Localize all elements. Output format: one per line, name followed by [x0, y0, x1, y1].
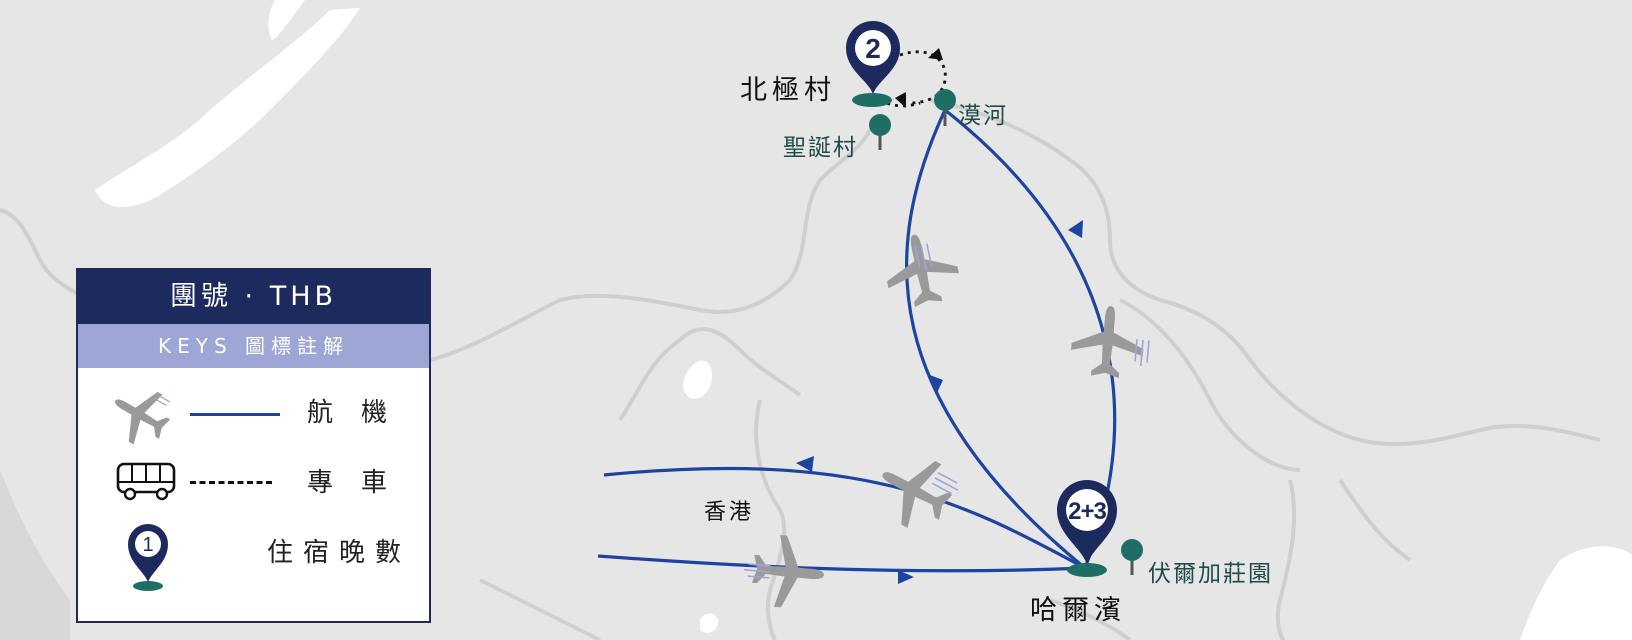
place-label: 聖誕村 [783, 135, 858, 161]
legend-label: 專車 [306, 468, 415, 498]
airplane-icon [878, 227, 964, 312]
pin-nights: 2+3 [1068, 498, 1106, 525]
city-label: 哈爾濱 [1030, 595, 1126, 626]
origin-label: 香港 [704, 500, 755, 525]
legend-label: 住宿晚數 [266, 538, 411, 568]
legend-item-nights: 1 住宿晚數 [78, 520, 429, 591]
location-pin-icon: 1 [128, 524, 168, 591]
location-pin-icon: 2+3 [1057, 480, 1117, 577]
legend-subtitle: KEYS 圖標註解 [78, 324, 429, 368]
pin-number: 1 [142, 534, 153, 556]
route-arrows [796, 220, 1083, 584]
border-lines [0, 98, 1601, 640]
city-label: 北極村 [740, 75, 836, 106]
legend-label: 航機 [306, 398, 415, 428]
place-marker-mohe [934, 89, 956, 126]
bus-route-arrows [895, 48, 943, 108]
route-harbin-hongkong [603, 466, 1086, 570]
route-mohe-harbin [905, 109, 1087, 570]
pin-nights: 2 [865, 33, 881, 64]
route-hongkong-harbin [597, 554, 1086, 573]
legend-item-flight: 航機 [78, 380, 429, 448]
airplane-icon [1068, 302, 1147, 380]
legend-title: 團號 · THB [78, 270, 429, 324]
bus-icon [116, 462, 176, 501]
solid-line-sample [190, 413, 280, 416]
legend-item-bus: 專車 [78, 450, 429, 510]
place-label: 漠河 [958, 103, 1008, 129]
dotted-line-sample [190, 481, 272, 484]
place-label: 伏爾加莊園 [1148, 561, 1273, 587]
location-pin-icon: 2 [846, 20, 901, 107]
place-marker-christmas-village [869, 114, 891, 150]
speed-lines [931, 471, 962, 497]
place-marker-volga-manor [1121, 539, 1143, 575]
legend-box: 團號 · THB KEYS 圖標註解 航機 專車 1 住宿晚數 [76, 268, 431, 623]
airplane-icon [104, 384, 174, 448]
airplane-icon [866, 442, 963, 540]
flight-routes [597, 108, 1117, 573]
